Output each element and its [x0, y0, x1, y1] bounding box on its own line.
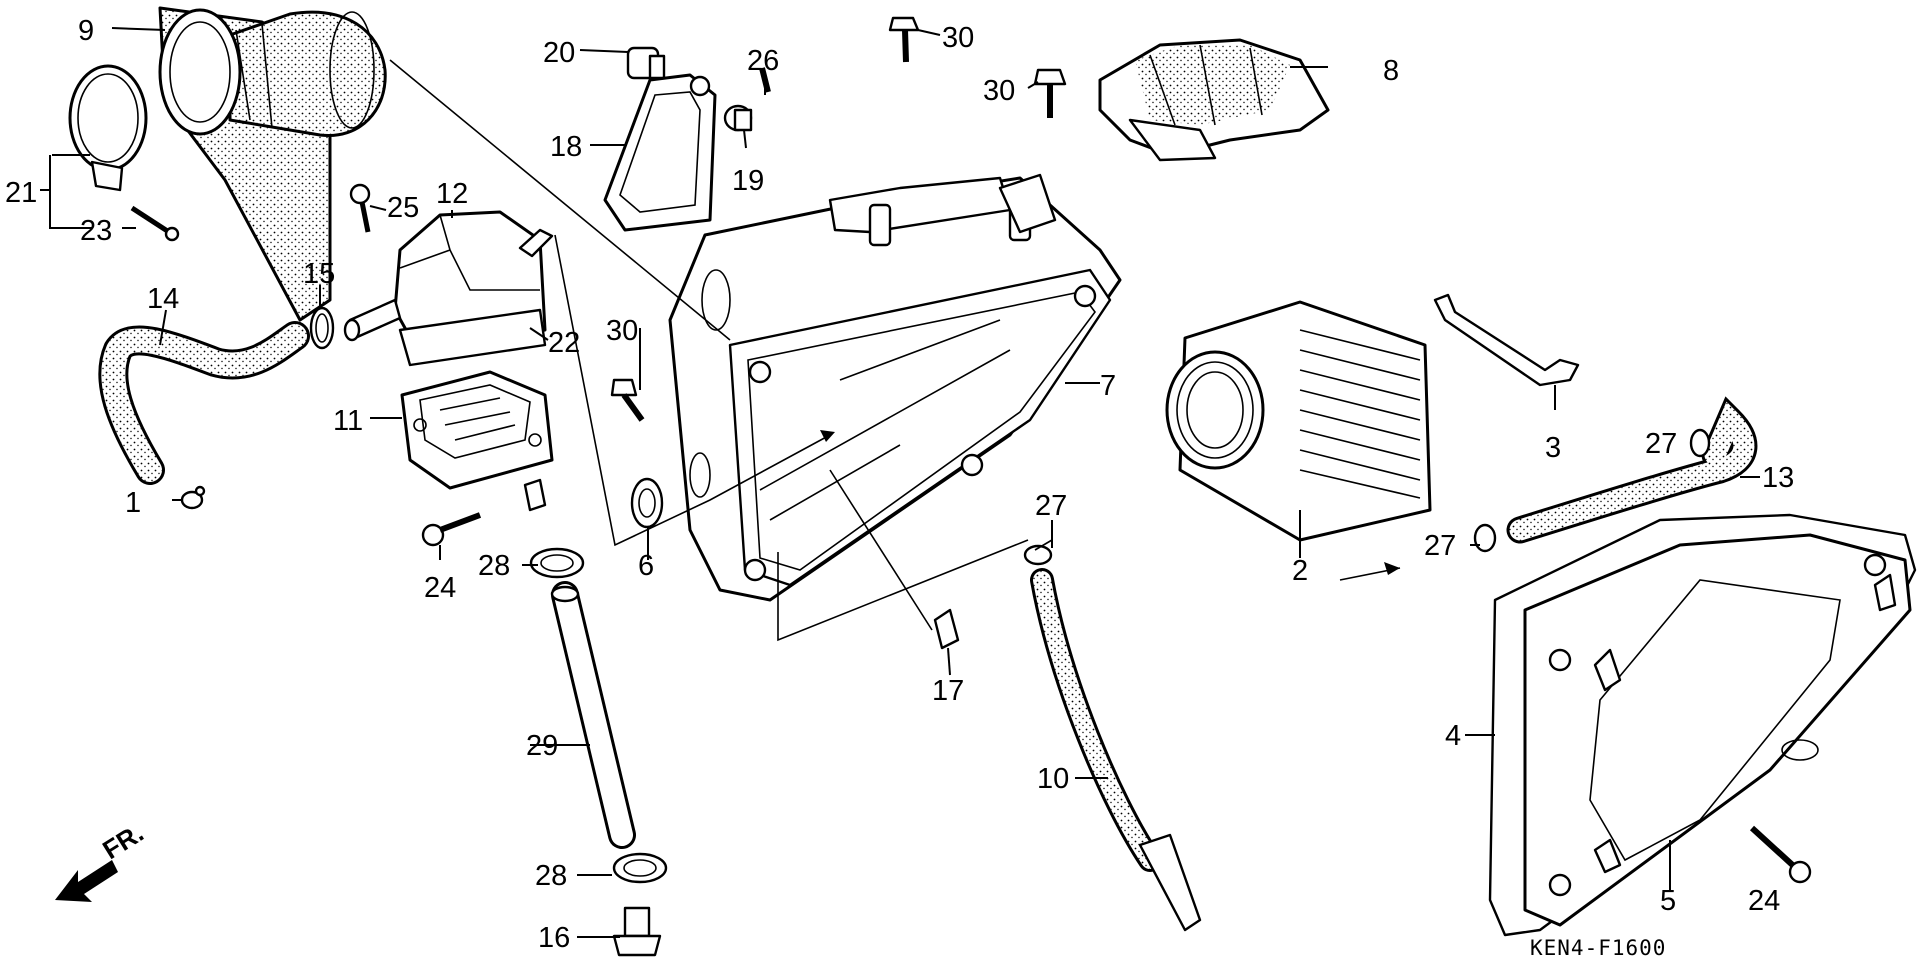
callout-label: 17	[932, 675, 964, 707]
callout-label: 11	[333, 405, 363, 437]
callout-label: 5	[1660, 885, 1676, 917]
callout-label: 24	[1748, 885, 1780, 917]
air-cleaner-case-7	[668, 173, 1122, 602]
screw-23	[130, 205, 180, 242]
callout-label: 28	[478, 550, 510, 582]
drain-tube-10	[1030, 568, 1202, 932]
callout-label: 15	[303, 258, 335, 290]
filter-element-2	[1165, 300, 1432, 542]
callout-label: 30	[942, 22, 974, 54]
clip-1	[180, 485, 206, 510]
tube-29	[550, 581, 636, 849]
clip-27-middle	[1473, 523, 1497, 553]
bolt-30-lower	[610, 378, 645, 422]
clip-17	[933, 608, 960, 650]
clamp-28-upper	[529, 547, 585, 579]
clip-27-upper	[1689, 428, 1711, 458]
callout-label: 9	[78, 15, 94, 47]
drawing-code: KEN4-F1600	[1530, 936, 1666, 959]
front-marker-label: FR.	[97, 817, 148, 865]
callout-label: 27	[1035, 490, 1067, 522]
callout-label: 19	[732, 165, 764, 197]
hose-14	[98, 321, 310, 485]
callout-label: 2	[1292, 555, 1308, 587]
grommet-20	[626, 46, 666, 80]
clamp-28-lower	[612, 852, 668, 884]
callout-label: 20	[543, 37, 575, 69]
callout-label: 1	[125, 487, 141, 519]
callout-label: 30	[983, 75, 1015, 107]
leader-lines	[40, 27, 1760, 938]
clip-27-lower	[1023, 544, 1053, 566]
o-ring-15	[309, 306, 335, 350]
callout-label: 12	[436, 178, 468, 210]
intake-duct-part	[158, 6, 387, 322]
bracket-18	[603, 73, 717, 232]
bolt-30-middle	[1033, 68, 1067, 118]
callout-label: 25	[387, 192, 419, 224]
gasket-22	[398, 308, 547, 367]
callout-label: 23	[80, 215, 112, 247]
callout-label: 18	[550, 131, 582, 163]
callout-label: 16	[538, 922, 570, 954]
callout-label: 22	[548, 327, 580, 359]
front-direction-arrow: FR.	[55, 817, 149, 902]
callout-label: 4	[1445, 720, 1461, 752]
callout-label: 3	[1545, 432, 1561, 464]
hose-band-part	[68, 64, 148, 192]
callout-label: 26	[747, 45, 779, 77]
plug-16	[612, 906, 662, 957]
grommet-6	[630, 477, 664, 529]
callout-label: 6	[638, 550, 654, 582]
bolt-24-right	[1749, 825, 1812, 884]
reed-valve-11	[400, 370, 554, 512]
callout-label: 14	[147, 283, 179, 315]
screw-25	[349, 183, 371, 233]
pin-26	[759, 67, 771, 93]
band-3	[1433, 293, 1580, 387]
callout-label: 30	[606, 315, 638, 347]
callout-label: 24	[424, 572, 456, 604]
callout-label: 27	[1424, 530, 1456, 562]
bolt-30-top	[888, 16, 920, 63]
callout-label: 10	[1037, 763, 1069, 795]
nut-19	[723, 104, 753, 132]
callout-label: 28	[535, 860, 567, 892]
callout-label: 8	[1383, 55, 1399, 87]
callout-labels: 9 21 23 14 1 15 25 12 22 11 24 20 18 26 …	[5, 15, 1794, 954]
callout-label: 7	[1100, 370, 1116, 402]
callout-label: 21	[5, 177, 37, 209]
boot-8	[1098, 38, 1330, 162]
callout-label: 29	[526, 730, 558, 762]
cover-5	[1523, 533, 1912, 927]
hose-13	[1506, 396, 1758, 544]
bolt-24-left	[421, 512, 482, 547]
callout-label: 13	[1762, 462, 1794, 494]
callout-label: 27	[1645, 428, 1677, 460]
